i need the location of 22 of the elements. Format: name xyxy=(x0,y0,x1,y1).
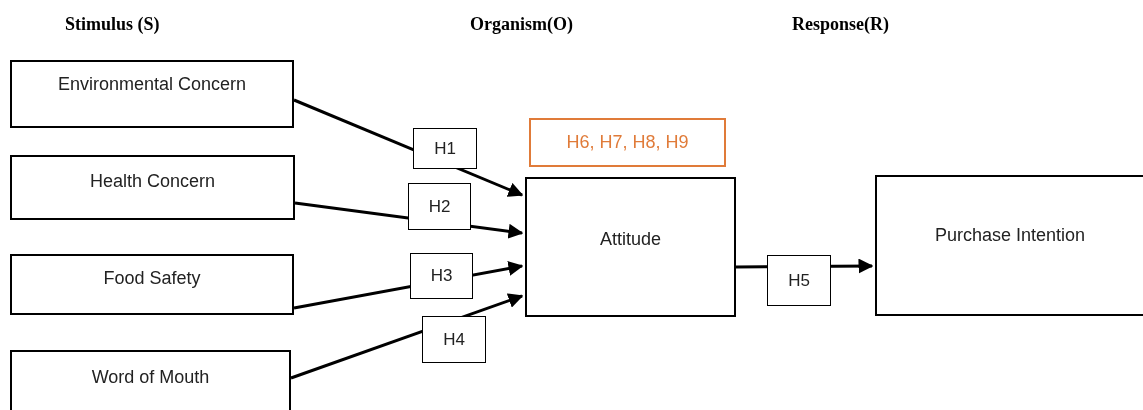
edge-label: H5 xyxy=(767,255,831,306)
edge-label: H4 xyxy=(422,316,486,363)
column-heading: Organism(O) xyxy=(470,14,573,35)
column-heading: Response(R) xyxy=(792,14,889,35)
construct-box xyxy=(10,60,294,128)
edge-label: H3 xyxy=(410,253,473,299)
construct-box xyxy=(10,350,291,410)
node-label: Purchase Intention xyxy=(933,225,1087,246)
hypothesis-box xyxy=(529,118,726,167)
construct-box xyxy=(10,254,294,315)
construct-box xyxy=(10,155,295,220)
node-label: H6, H7, H8, H9 xyxy=(565,132,690,153)
construct-box xyxy=(875,175,1143,316)
node-label: Word of Mouth xyxy=(90,367,211,388)
edge-label: H1 xyxy=(413,128,477,169)
column-heading: Stimulus (S) xyxy=(65,14,160,35)
node-label: Health Concern xyxy=(88,171,217,192)
construct-box xyxy=(525,177,736,317)
edge-label: H2 xyxy=(408,183,471,230)
node-label: Environmental Concern xyxy=(56,74,248,95)
node-label: Attitude xyxy=(598,229,662,250)
node-label: Food Safety xyxy=(102,268,202,289)
